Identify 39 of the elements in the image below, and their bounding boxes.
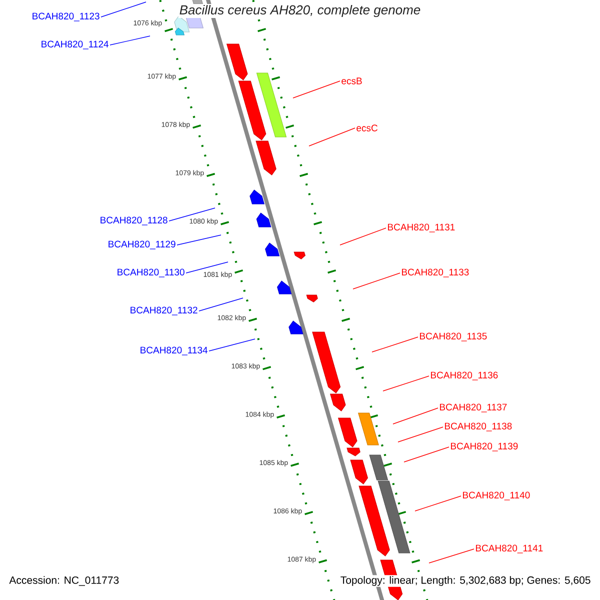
leader-line: [372, 336, 418, 352]
gene-label: ecsC: [356, 124, 378, 132]
gene-label: BCAH820_1137: [440, 404, 507, 412]
gene-label: BCAH820_1139: [451, 442, 518, 452]
gene-label: ecsB: [342, 78, 362, 84]
gene-label: BCAH820_1133: [402, 268, 469, 278]
gene-label: BCAH820_1134: [140, 346, 208, 356]
gene-label: BCAH820_1132: [130, 306, 198, 316]
leader-line: [414, 496, 462, 512]
gene-label: BCAH820_1128: [100, 216, 168, 226]
leader-line: [198, 298, 244, 312]
leader-line: [292, 80, 340, 98]
gene-label: BCAH820_1123: [32, 12, 100, 22]
gene-label: BCAH820_1135: [420, 332, 487, 342]
gene-label: BCAH820_1138: [445, 422, 512, 432]
accession-text: Accession: NC_011773: [8, 575, 120, 587]
leader-line: [208, 338, 256, 352]
leader-line: [100, 2, 146, 18]
gene-label: BCAH820_1136: [431, 372, 498, 380]
genome-summary-text: Topology: linear; Length: 5,302,683 bp; Genes: 5,605: [339, 575, 592, 587]
leader-line: [404, 446, 450, 462]
leader-line: [398, 426, 444, 442]
gene-label: BCAH820_1141: [476, 544, 543, 554]
leader-line: [176, 234, 222, 246]
leader-line: [428, 548, 474, 564]
gene-label: BCAH820_1124: [42, 40, 108, 50]
leader-line: [110, 36, 150, 46]
leader-line: [168, 208, 216, 222]
leader-line: [382, 376, 430, 392]
gene-label: BCAH820_1140: [463, 492, 530, 500]
leader-line: [308, 128, 356, 146]
gene-label: BCAH820_1129: [108, 240, 176, 250]
gene-label: BCAH820_1130: [118, 268, 184, 278]
leader-line: [392, 408, 438, 424]
leader-line: [352, 272, 400, 290]
leader-line: [186, 262, 228, 274]
map-title: Bacillus cereus AH820, complete genome: [178, 4, 422, 18]
leader-line: [340, 228, 386, 246]
gene-label: BCAH820_1131: [388, 224, 455, 232]
